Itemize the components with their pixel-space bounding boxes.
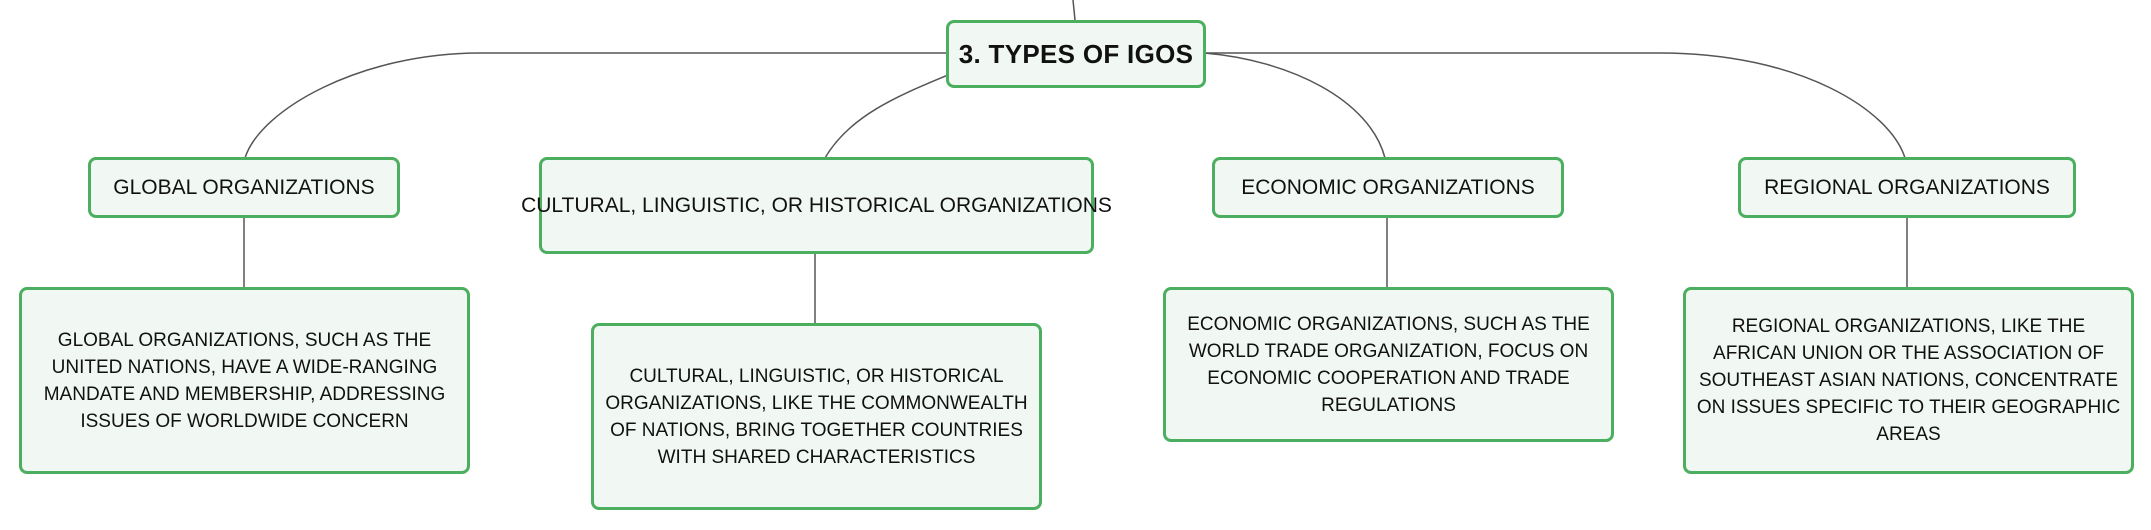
regional-organizations-description: REGIONAL ORGANIZATIONS, LIKE THE AFRICAN… [1696, 316, 2121, 445]
global-organizations-description: GLOBAL ORGANIZATIONS, SUCH AS THE UNITED… [43, 329, 446, 432]
global-organizations-description-node[interactable]: GLOBAL ORGANIZATIONS, SUCH AS THE UNITED… [19, 287, 470, 474]
cultural-organizations-description: CULTURAL, LINGUISTIC, OR HISTORICAL ORGA… [605, 365, 1028, 468]
connector-root-to-cultural [824, 74, 949, 159]
regional-organizations-node[interactable]: REGIONAL ORGANIZATIONS [1738, 157, 2076, 218]
regional-organizations-description-node[interactable]: REGIONAL ORGANIZATIONS, LIKE THE AFRICAN… [1683, 287, 2134, 474]
connector-root-to-regional [1204, 52, 1906, 159]
regional-organizations-title: REGIONAL ORGANIZATIONS [1764, 175, 2050, 199]
global-organizations-title: GLOBAL ORGANIZATIONS [113, 175, 375, 199]
economic-organizations-node[interactable]: ECONOMIC ORGANIZATIONS [1212, 157, 1564, 218]
root-title: 3. TYPES OF IGOS [958, 38, 1194, 69]
cultural-organizations-node[interactable]: CULTURAL, LINGUISTIC, OR HISTORICAL ORGA… [521, 157, 1112, 254]
connector-root-to-global [244, 52, 948, 159]
economic-organizations-description-node[interactable]: ECONOMIC ORGANIZATIONS, SUCH AS THE WORL… [1163, 287, 1614, 442]
connector-parent-to-root [1072, 0, 1076, 21]
economic-organizations-description: ECONOMIC ORGANIZATIONS, SUCH AS THE WORL… [1187, 313, 1590, 416]
root-node[interactable]: 3. TYPES OF IGOS [946, 20, 1206, 88]
connector-root-to-economic [1203, 52, 1386, 159]
cultural-organizations-description-node[interactable]: CULTURAL, LINGUISTIC, OR HISTORICAL ORGA… [591, 323, 1042, 510]
economic-organizations-title: ECONOMIC ORGANIZATIONS [1241, 175, 1535, 199]
cultural-organizations-title: CULTURAL, LINGUISTIC, OR HISTORICAL ORGA… [521, 193, 1112, 217]
global-organizations-node[interactable]: GLOBAL ORGANIZATIONS [88, 157, 400, 218]
